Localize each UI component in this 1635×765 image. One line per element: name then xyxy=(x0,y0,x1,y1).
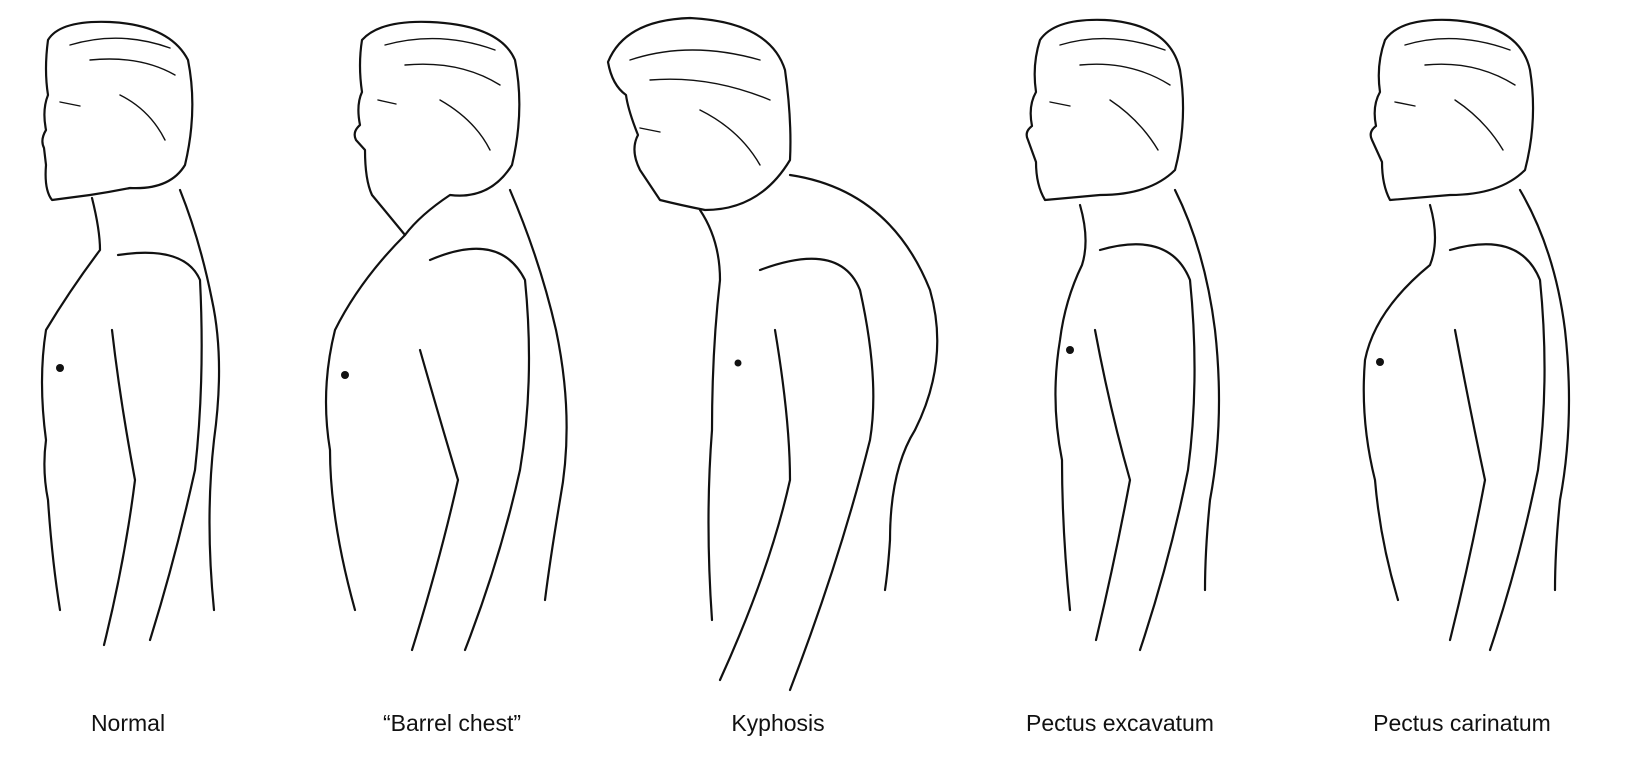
figure-pectus-carinatum xyxy=(1362,18,1571,652)
normal-nipple xyxy=(56,364,64,372)
normal-arm xyxy=(116,251,203,642)
normal-body xyxy=(40,196,102,612)
figure-pectus-excavatum xyxy=(1025,18,1221,652)
label-pectus-carinatum: Pectus carinatum xyxy=(1373,710,1551,736)
figure-barrel-chest xyxy=(324,20,568,652)
normal-head xyxy=(41,20,194,202)
label-pectus-excavatum: Pectus excavatum xyxy=(1026,710,1214,736)
figure-kyphosis xyxy=(606,16,939,692)
normal-eye xyxy=(59,101,81,107)
figure-normal xyxy=(40,20,221,647)
label-kyphosis: Kyphosis xyxy=(731,710,825,736)
label-barrel-chest: “Barrel chest” xyxy=(382,710,522,736)
label-normal: Normal xyxy=(90,710,166,736)
